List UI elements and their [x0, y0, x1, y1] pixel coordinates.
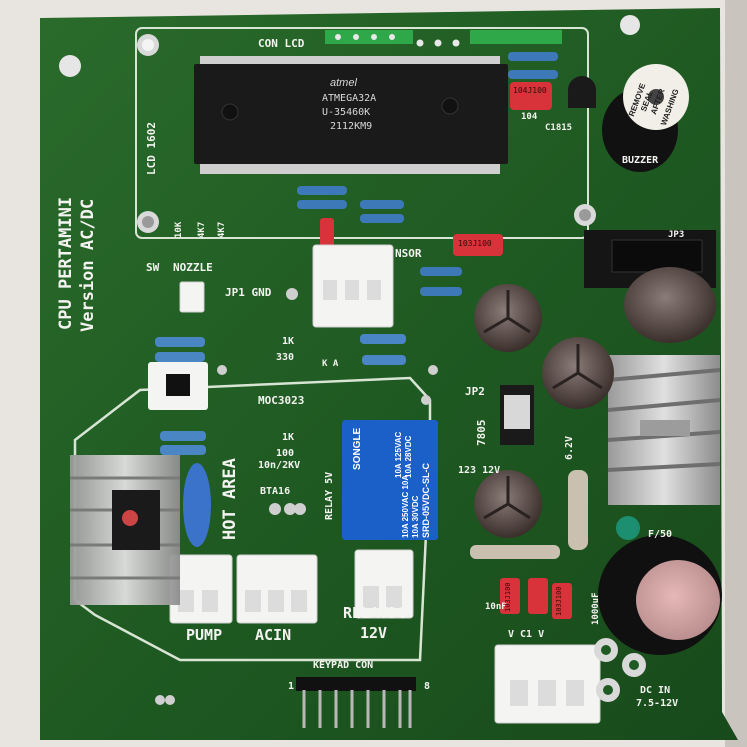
keypad-header — [296, 677, 416, 691]
label-104: 104 — [521, 112, 538, 122]
label-dc-range: 7.5-12V — [636, 698, 679, 709]
mcu-brand: atmel — [330, 77, 357, 89]
resistors — [155, 52, 588, 559]
label-10nf: 10nF — [485, 602, 507, 612]
label-r-100: 100 — [276, 448, 295, 459]
label-sw: SW — [146, 261, 160, 274]
film-cap-low-a-label: 103J100 — [504, 582, 512, 612]
label-relay-5v: RELAY 5V — [324, 471, 335, 520]
label-buzzer: BUZZER — [622, 155, 659, 166]
film-cap-mid — [453, 234, 503, 256]
label-r-330: 330 — [276, 352, 295, 363]
label-keypad-con: KEYPAD CON — [313, 660, 374, 671]
right-heatsink — [607, 355, 721, 505]
label-r-10k: 10K — [174, 221, 184, 238]
label-6-2v: 6.2V — [564, 435, 575, 460]
label-relaydc: RELAYDC — [343, 604, 407, 622]
relay-brand: SONGLE — [352, 427, 363, 470]
film-cap-low-b-label: 103J100 — [555, 586, 563, 616]
mounting-holes — [59, 15, 640, 233]
label-pin-1: 1 — [288, 681, 295, 692]
lcd-outline — [135, 27, 589, 239]
film-cap-low-a — [500, 578, 520, 614]
mcu-chip — [194, 56, 508, 174]
label-c1815: C1815 — [545, 123, 573, 133]
board-title-line1: CPU PERTAMINI — [56, 196, 76, 330]
film-cap-low-b — [528, 578, 548, 614]
mcu-line3: 2112KM9 — [330, 121, 373, 132]
label-jp1-gnd: JP1 GND — [225, 286, 272, 299]
label-r-1k-b: 1K — [282, 432, 295, 443]
label-hot-area: HOT AREA — [220, 458, 240, 540]
label-k-a: K A — [322, 359, 339, 369]
label-pin-8: 8 — [424, 681, 431, 692]
label-10n-2kv: 10n/2KV — [258, 460, 301, 471]
label-moc3023: MOC3023 — [258, 394, 305, 407]
label-pump: PUMP — [186, 626, 223, 644]
label-f50: F/50 — [648, 529, 673, 540]
hot-area-outline — [73, 376, 432, 662]
relay-rating4: 10A 30VDC — [411, 495, 420, 538]
mcu-line2: U-35460K — [322, 107, 371, 118]
label-r-4k7-a: 4K7 — [197, 221, 207, 238]
label-con-lcd: CON LCD — [258, 37, 305, 50]
relay-rating2: 10A 28VDC — [404, 435, 413, 478]
label-jp2: JP2 — [465, 385, 485, 398]
label-r-4k7-b: 4K7 — [217, 221, 227, 238]
label-nozzle: NOZZLE — [173, 261, 213, 274]
label-lcd-1602: LCD 1602 — [145, 122, 158, 175]
label-v-c1-v: V C1 V — [508, 629, 545, 640]
film-cap-top-label: 104J100 — [513, 86, 547, 95]
relay-rating3: 10A 250VAC 10A — [401, 474, 410, 538]
relay-model: SRD-05VDC-SL-C — [421, 462, 431, 538]
label-7805: 7805 — [475, 419, 488, 447]
label-dc-in: DC IN — [640, 685, 671, 696]
film-cap-top — [510, 82, 552, 110]
label-123-12v: 123 12V — [458, 465, 501, 476]
left-heatsink — [70, 455, 180, 605]
label-12v: 12V — [360, 624, 388, 642]
film-cap-mid-label: 103J100 — [458, 239, 492, 248]
label-sensor: NSOR — [395, 247, 422, 260]
board-title-line2: Version AC/DC — [78, 198, 98, 332]
relay-rating1: 10A 125VAC — [394, 431, 403, 478]
buzzer — [602, 64, 689, 172]
mcu-part: ATMEGA32A — [322, 93, 377, 104]
lcd-headers — [325, 30, 562, 44]
label-jp3: JP3 — [668, 230, 685, 240]
label-r-1k-a: 1K — [282, 336, 295, 347]
label-acin: ACIN — [255, 626, 292, 644]
label-1000uf: 1000uF — [591, 592, 601, 625]
label-bta16: BTA16 — [260, 486, 291, 497]
relay-body — [342, 420, 438, 540]
